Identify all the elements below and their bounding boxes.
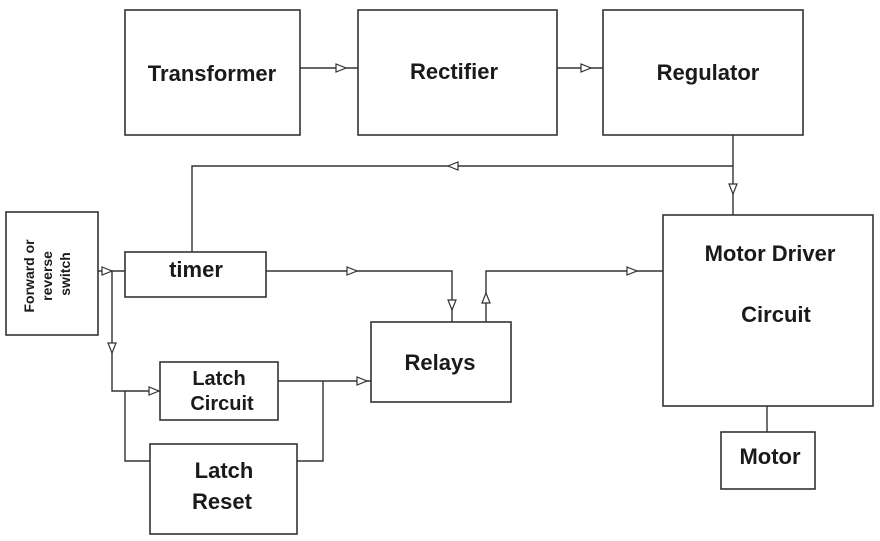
motor-driver-block: Motor Driver Circuit — [662, 214, 874, 407]
transformer-label: Transformer — [148, 61, 277, 86]
rectifier-block: Rectifier — [357, 9, 558, 136]
arrowheads — [101, 63, 738, 396]
latch-circuit-label-line1: Latch — [192, 368, 245, 390]
timer-label: timer — [169, 257, 223, 282]
direction-switch-block: Forward or reverse switch — [5, 211, 99, 336]
arrowhead-relays-latch-in — [356, 376, 369, 386]
latch-reset-block: Latch Reset — [149, 443, 298, 535]
arrowhead-relays-out-up — [481, 291, 491, 304]
arrowhead-timer-in — [101, 266, 114, 276]
arrowhead-driver-down — [728, 183, 738, 196]
latch-reset-label-line1: Latch — [195, 458, 254, 483]
arrowhead-switch-down — [107, 342, 117, 355]
wire-latch-reset-loop — [124, 391, 150, 462]
arrowhead-rectifier — [335, 63, 348, 73]
motor-driver-label-line2: Circuit — [741, 302, 811, 327]
motor-label: Motor — [739, 444, 801, 469]
switch-label-line2: reverse — [39, 251, 55, 301]
motor-driver-label-line1: Motor Driver — [705, 241, 836, 266]
latch-reset-label-line2: Reset — [192, 489, 253, 514]
rectifier-label: Rectifier — [410, 59, 498, 84]
arrowhead-driver-in — [626, 266, 639, 276]
arrowhead-timer-out — [346, 266, 359, 276]
latch-circuit-block: Latch Circuit — [159, 361, 279, 421]
switch-label-line1: Forward or — [21, 239, 37, 313]
regulator-label: Regulator — [657, 60, 760, 85]
arrowhead-latch-in — [148, 386, 161, 396]
arrowhead-relays-in — [447, 299, 457, 312]
wire-switch-to-latch — [111, 271, 160, 392]
connections — [98, 67, 768, 462]
wire-relays-to-driver — [485, 270, 663, 322]
motor-block: Motor — [720, 431, 816, 490]
switch-label-line3: switch — [57, 252, 73, 296]
regulator-block: Regulator — [602, 9, 804, 136]
wire-regulator-to-timer — [191, 165, 733, 252]
timer-block: timer — [124, 251, 267, 298]
wire-reset-to-relays — [297, 381, 324, 462]
relays-label: Relays — [405, 350, 476, 375]
arrowhead-feedback-left — [446, 161, 459, 171]
wire-timer-to-relays — [266, 270, 453, 322]
relays-block: Relays — [370, 321, 512, 403]
arrowhead-regulator — [580, 63, 593, 73]
switch-label: Forward or reverse switch — [21, 235, 73, 312]
latch-circuit-label-line2: Circuit — [190, 393, 254, 415]
transformer-block: Transformer — [124, 9, 301, 136]
